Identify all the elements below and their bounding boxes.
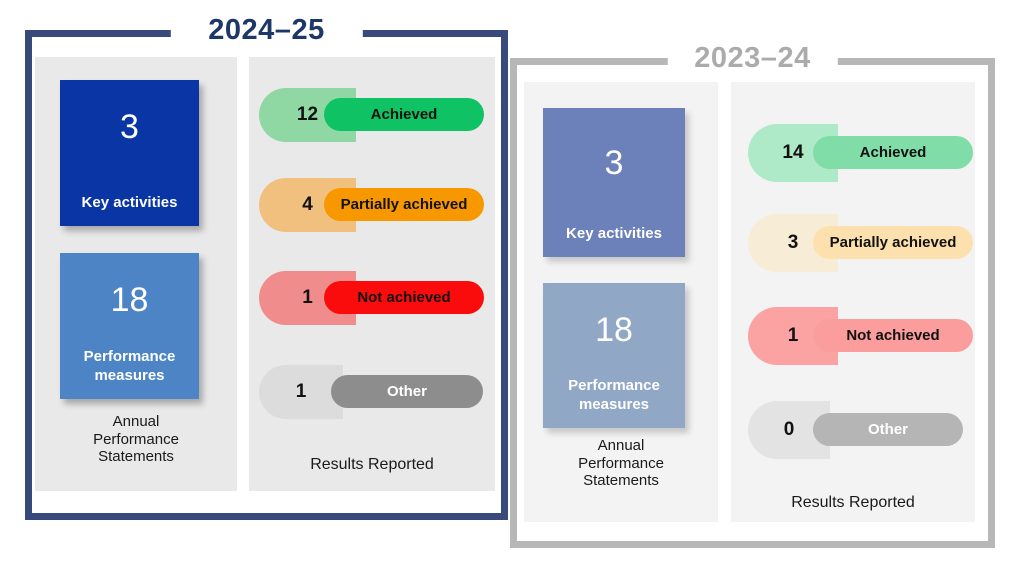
panel-2023-24: 2023–24 3 Key activities 18 Performance … xyxy=(510,40,995,548)
result-row-partially-achieved: 3 Partially achieved xyxy=(731,214,975,272)
panel-title-2023-24: 2023–24 xyxy=(667,40,838,76)
summary-column: 3 Key activities 18 Performance measures… xyxy=(35,57,237,491)
result-label-pill: Not achieved xyxy=(813,319,973,352)
result-label-pill: Achieved xyxy=(324,98,484,131)
performance-measures-label: Performance measures xyxy=(83,348,176,384)
summary-caption: Annual Performance Statements xyxy=(578,437,664,489)
result-bubble: 1 xyxy=(259,365,343,419)
result-count: 4 xyxy=(302,194,313,215)
panel-title-2024-25: 2024–25 xyxy=(170,12,363,48)
result-row-not-achieved: 1 Not achieved xyxy=(249,271,495,325)
summary-caption: Annual Performance Statements xyxy=(93,413,179,465)
result-count: 1 xyxy=(302,287,313,308)
performance-measures-count: 18 xyxy=(110,281,149,319)
result-count: 0 xyxy=(783,419,795,440)
key-activities-card: 3 Key activities xyxy=(60,80,199,226)
results-caption: Results Reported xyxy=(791,494,915,511)
result-label-pill: Achieved xyxy=(813,136,973,169)
result-bubble: 12 xyxy=(259,88,356,142)
result-row-other: 0 Other xyxy=(731,401,975,459)
result-row-achieved: 14 Achieved xyxy=(731,124,975,182)
key-activities-count: 3 xyxy=(604,144,624,182)
key-activities-count: 3 xyxy=(120,108,139,146)
performance-measures-card: 18 Performance measures xyxy=(543,283,685,428)
performance-measures-count: 18 xyxy=(595,311,633,349)
results-column: 14 Achieved 3 Partially achieved 1 Not a… xyxy=(731,82,975,522)
result-label-pill: Not achieved xyxy=(324,281,484,314)
results-column: 12 Achieved 4 Partially achieved 1 Not a… xyxy=(249,57,495,491)
result-row-other: 1 Other xyxy=(249,365,495,419)
result-label-pill: Other xyxy=(331,375,483,408)
performance-measures-label: Performance measures xyxy=(568,377,660,413)
result-label-pill: Partially achieved xyxy=(813,226,973,259)
result-count: 12 xyxy=(296,104,319,125)
result-count: 1 xyxy=(787,325,799,346)
result-row-partially-achieved: 4 Partially achieved xyxy=(249,178,495,232)
result-label-pill: Other xyxy=(813,413,963,446)
key-activities-label: Key activities xyxy=(81,194,178,211)
result-label-pill: Partially achieved xyxy=(324,188,484,221)
result-count: 1 xyxy=(295,381,307,402)
result-count: 3 xyxy=(787,232,799,253)
panel-2024-25: 2024–25 3 Key activities 18 Performance … xyxy=(25,12,508,520)
result-row-not-achieved: 1 Not achieved xyxy=(731,307,975,365)
results-caption: Results Reported xyxy=(310,456,434,473)
performance-measures-card: 18 Performance measures xyxy=(60,253,199,399)
result-row-achieved: 12 Achieved xyxy=(249,88,495,142)
key-activities-label: Key activities xyxy=(566,225,662,242)
result-count: 14 xyxy=(782,142,804,163)
summary-column: 3 Key activities 18 Performance measures… xyxy=(524,82,718,522)
key-activities-card: 3 Key activities xyxy=(543,108,685,257)
